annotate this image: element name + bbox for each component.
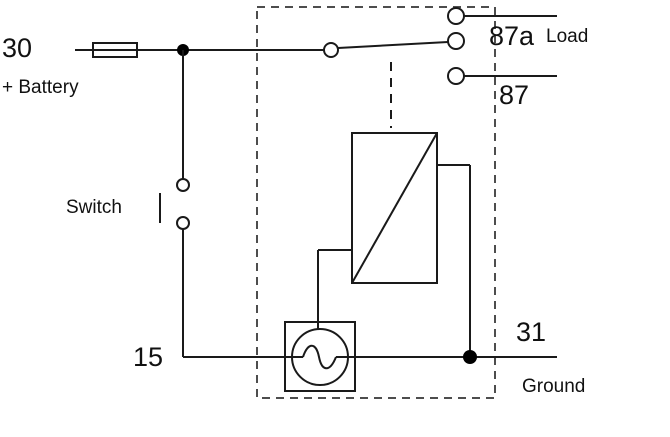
coil-body [351, 132, 438, 284]
armature-tip-contact [447, 32, 465, 50]
terminal-15-label: 15 [133, 342, 163, 372]
terminal-87a-label: 87a [489, 21, 535, 51]
ground-wire [183, 350, 557, 364]
relay-contact-set [323, 7, 557, 128]
coil-diagonal [351, 132, 438, 284]
relay-coil [317, 132, 471, 357]
junction-dot [463, 350, 477, 364]
ground-label: Ground [522, 376, 585, 397]
terminal-87-contact [447, 67, 465, 85]
load-label: Load [546, 26, 588, 47]
battery-feed-wire [75, 42, 324, 58]
switch-label: Switch [66, 197, 122, 218]
armature-pivot-contact [323, 42, 339, 58]
switch-contact-top [176, 178, 190, 192]
armature-lever [337, 41, 449, 49]
terminal-87a-contact [447, 7, 465, 25]
switch-contact-bottom [176, 216, 190, 230]
switch-branch [159, 50, 190, 357]
winding-squiggle-icon [302, 344, 337, 370]
terminal-87-label: 87 [499, 80, 529, 110]
battery-label: + Battery [2, 77, 79, 98]
terminal-31-label: 31 [516, 317, 546, 347]
relay-enclosure-outline [256, 6, 496, 399]
terminal-30-label: 30 [2, 33, 32, 63]
